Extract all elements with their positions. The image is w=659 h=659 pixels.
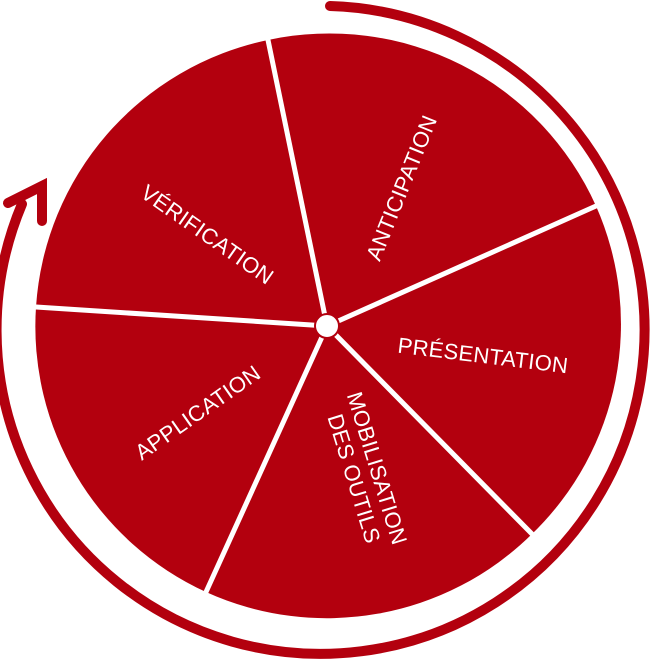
segment-mobilisation [206,326,532,619]
separator-line [324,203,599,329]
segment-presentation [327,206,621,534]
separator-line [203,323,330,595]
separator-line [324,323,535,537]
separator-line [33,304,330,329]
segment-verification [36,40,327,326]
cycle-arrowhead-icon [3,177,47,226]
center-hub [314,313,340,339]
segment-application [35,307,327,592]
separator-line [265,37,330,329]
segment-anticipation [268,33,596,327]
